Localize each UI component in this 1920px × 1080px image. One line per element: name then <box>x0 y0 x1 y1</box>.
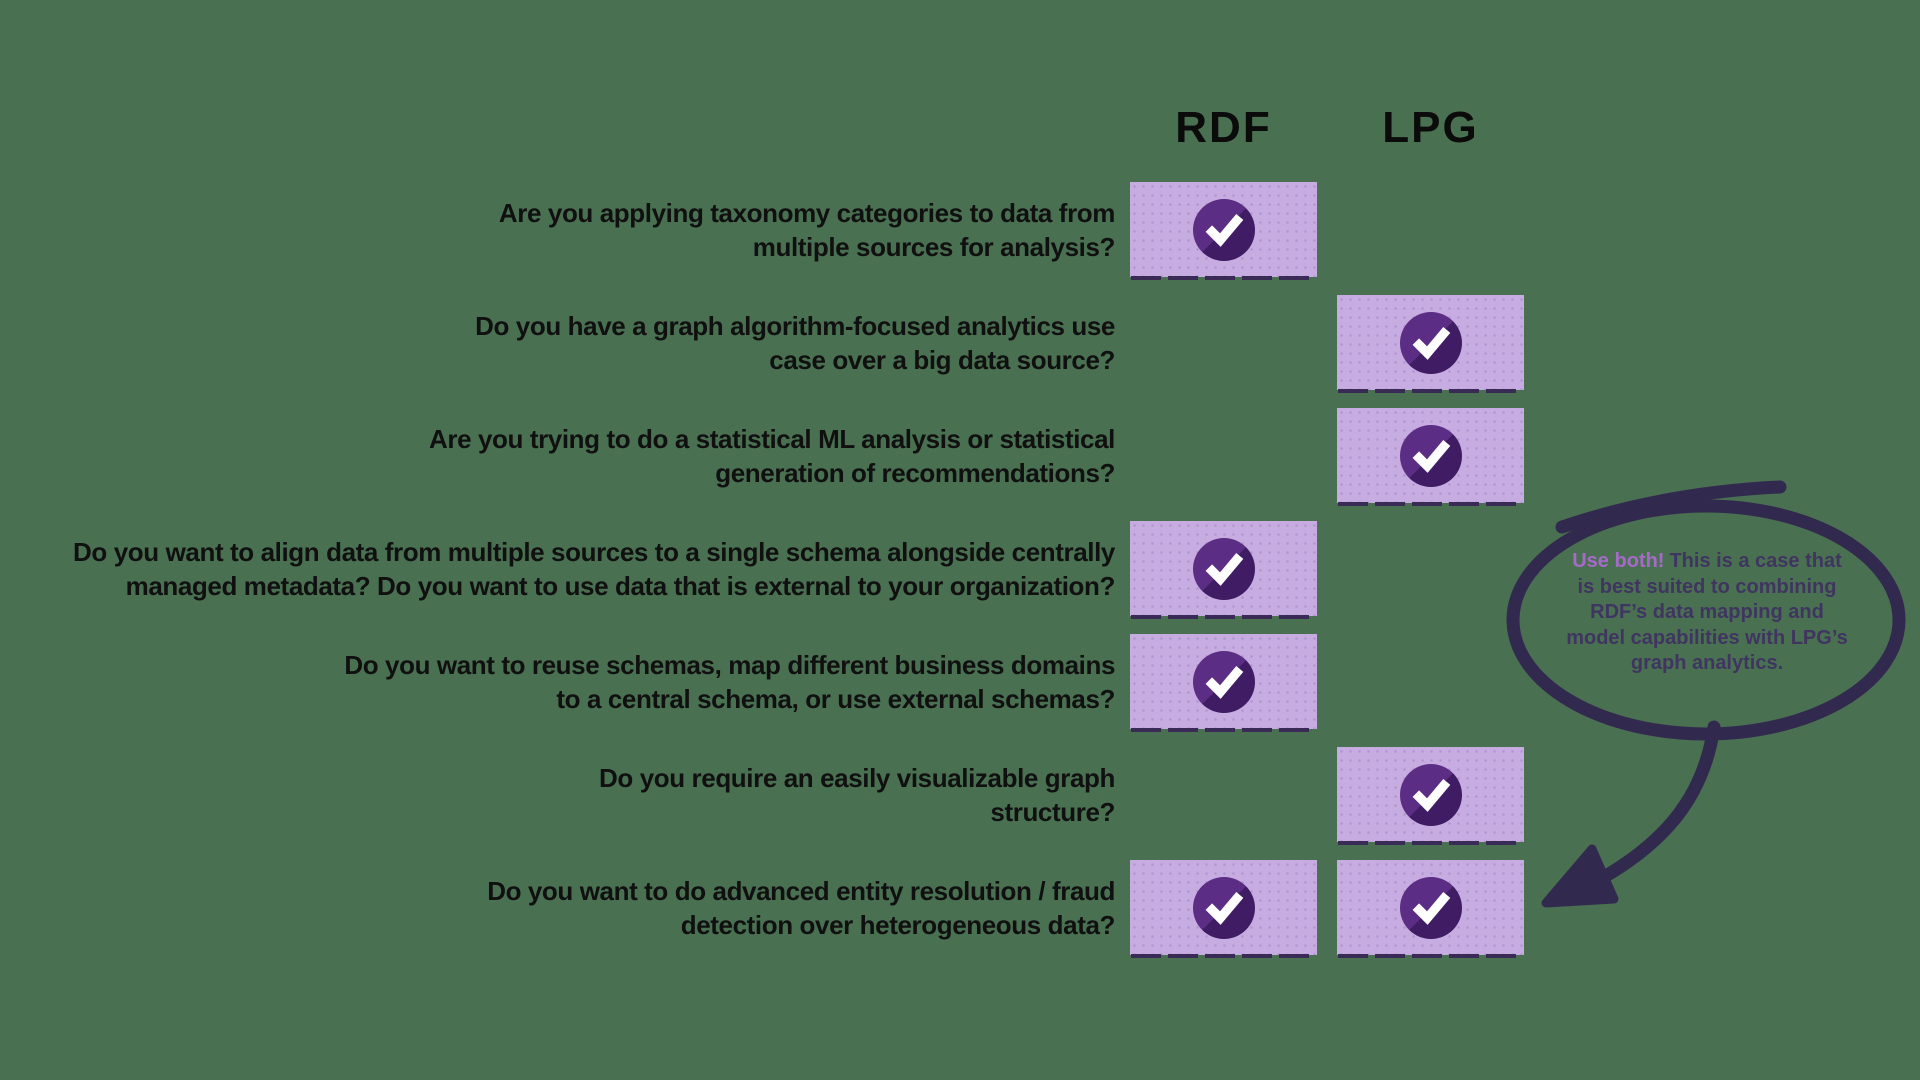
callout-arrow-tail <box>1573 720 1721 897</box>
question-line: detection over heterogeneous data? <box>680 909 1116 940</box>
callout-line: is best suited to combining <box>1577 575 1837 598</box>
lpg-answer-cell <box>1337 747 1524 845</box>
checkmark-icon <box>1192 650 1255 713</box>
checkmark-icon <box>1192 198 1255 261</box>
checkmark-icon <box>1399 424 1462 487</box>
checkmark-icon <box>1192 876 1255 939</box>
comparison-row: Do you require an easily visualizable gr… <box>0 747 1920 845</box>
question-line: case over a big data source? <box>769 344 1115 375</box>
rdf-answer-cell <box>1130 182 1317 280</box>
callout-bubble-outline <box>1506 499 1906 741</box>
comparison-row: Do you want to reuse schemas, map differ… <box>0 634 1920 732</box>
comparison-row: Do you want to do advanced entity resolu… <box>0 860 1920 958</box>
checkmark-icon <box>1399 763 1462 826</box>
question-text: Are you applying taxonomy categories to … <box>499 182 1115 277</box>
question-line: Are you applying taxonomy categories to … <box>498 197 1115 228</box>
callout-arrowhead-icon <box>1541 844 1619 908</box>
rdf-answer-cell <box>1130 747 1317 842</box>
rdf-answer-cell <box>1130 295 1317 390</box>
question-text: Do you require an easily visualizable gr… <box>599 747 1115 842</box>
question-text: Do you have a graph algorithm-focused an… <box>475 295 1115 390</box>
column-header-rdf: RDF <box>1130 100 1317 156</box>
callout-highlight: Use both! <box>1572 550 1665 572</box>
question-line: Do you have a graph algorithm-focused an… <box>475 310 1115 341</box>
callout-annotation <box>1506 480 1906 908</box>
callout-line: graph analytics. <box>1630 652 1784 674</box>
question-line: multiple sources for analysis? <box>752 231 1116 262</box>
question-text: Do you want to do advanced entity resolu… <box>487 860 1115 955</box>
rdf-answer-cell <box>1130 860 1317 958</box>
question-line: Are you trying to do a statistical ML an… <box>429 423 1115 454</box>
lpg-label: LPG <box>1382 103 1479 152</box>
rdf-label: RDF <box>1175 103 1272 152</box>
lpg-answer-cell <box>1337 295 1524 393</box>
comparison-row: Are you trying to do a statistical ML an… <box>0 408 1920 506</box>
question-text: Are you trying to do a statistical ML an… <box>429 408 1115 503</box>
callout-text: Use both!This is a case that is best sui… <box>1552 549 1862 677</box>
rdf-answer-cell <box>1130 634 1317 732</box>
question-text: Do you want to align data from multiple … <box>73 521 1115 616</box>
question-line: Do you require an easily visualizable gr… <box>599 762 1115 793</box>
question-line: managed metadata? Do you want to use dat… <box>125 570 1116 601</box>
checkmark-icon <box>1399 876 1462 939</box>
callout-line: RDF’s data mapping and <box>1590 601 1824 623</box>
checkmark-icon <box>1399 311 1462 374</box>
comparison-row: Are you applying taxonomy categories to … <box>0 182 1920 280</box>
comparison-row: Do you have a graph algorithm-focused an… <box>0 295 1920 393</box>
question-text: Do you want to reuse schemas, map differ… <box>344 634 1115 729</box>
question-line: generation of recommendations? <box>715 457 1115 488</box>
comparison-row: Do you want to align data from multiple … <box>0 521 1920 619</box>
checkmark-icon <box>1192 537 1255 600</box>
bubble-flourish-icon <box>1555 480 1787 534</box>
callout-line: Use both!This is a case that <box>1572 550 1842 572</box>
question-line: structure? <box>990 796 1115 827</box>
question-line: Do you want to reuse schemas, map differ… <box>344 649 1115 680</box>
column-header-lpg: LPG <box>1337 100 1524 156</box>
rdf-answer-cell <box>1130 408 1317 503</box>
question-line: Do you want to align data from multiple … <box>73 536 1115 567</box>
question-line: Do you want to do advanced entity resolu… <box>487 875 1115 906</box>
lpg-answer-cell <box>1337 860 1524 958</box>
callout-line: model capabilities with LPG’s <box>1566 626 1848 649</box>
lpg-answer-cell <box>1337 182 1524 277</box>
rdf-answer-cell <box>1130 521 1317 619</box>
lpg-answer-cell <box>1337 408 1524 506</box>
question-line: to a central schema, or use external sch… <box>556 683 1115 714</box>
